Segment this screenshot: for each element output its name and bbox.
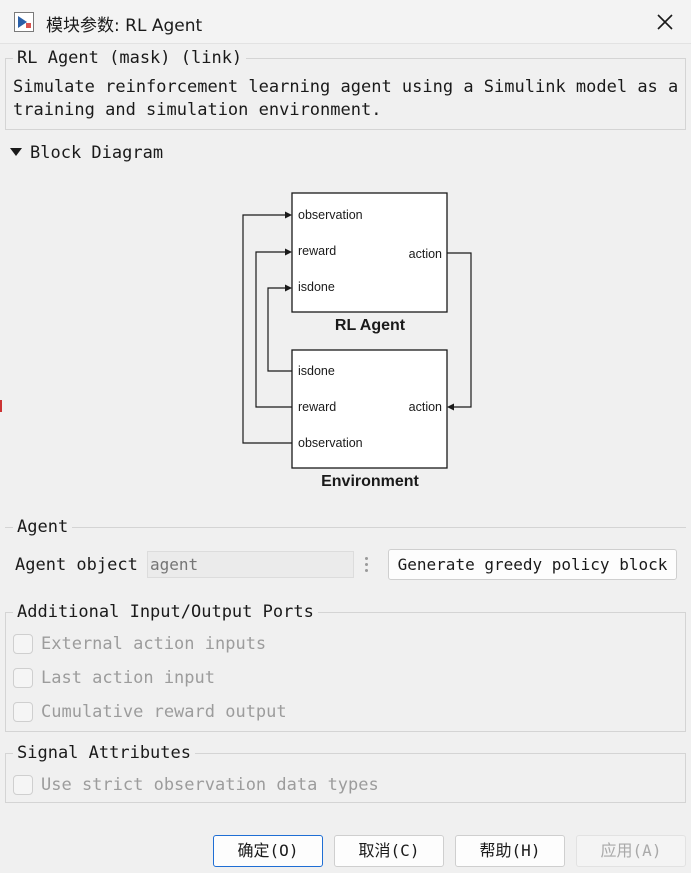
header-group-box: [5, 58, 686, 130]
block-diagram-label: Block Diagram: [30, 143, 164, 163]
external-action-inputs-label: External action inputs: [41, 634, 267, 654]
external-action-inputs-checkbox[interactable]: [13, 634, 33, 654]
wire-reward: [255, 251, 292, 408]
agent-block-name: RL Agent: [335, 317, 406, 334]
environment-block: [291, 349, 448, 469]
simulink-block-icon: [14, 12, 34, 32]
env-out-observation: observation: [298, 436, 363, 450]
block-diagram: observation reward isdone action RL Agen…: [242, 192, 472, 490]
strict-observation-types-checkbox[interactable]: [13, 775, 33, 795]
agent-in-reward: reward: [298, 244, 336, 258]
signal-group-title: Signal Attributes: [13, 743, 195, 763]
agent-block: [291, 192, 448, 313]
agent-group-title: Agent: [13, 517, 73, 537]
agent-group-line: [5, 527, 686, 528]
arrow-action: [447, 403, 454, 411]
cumulative-reward-output-label: Cumulative reward output: [41, 702, 287, 722]
agent-in-isdone: isdone: [298, 280, 335, 294]
mask-title: RL Agent (mask) (link): [13, 48, 247, 68]
generate-greedy-policy-button[interactable]: Generate greedy policy block: [388, 549, 677, 580]
window-title: 模块参数: RL Agent: [46, 16, 203, 36]
ports-group-title: Additional Input/Output Ports: [13, 602, 318, 622]
window-edge-marker: [0, 400, 2, 412]
last-action-input-checkbox[interactable]: [13, 668, 33, 688]
help-button[interactable]: 帮助(H): [455, 835, 565, 867]
agent-object-input[interactable]: [147, 551, 354, 578]
arrow-observation: [285, 211, 292, 219]
ok-button[interactable]: 确定(O): [213, 835, 323, 867]
env-out-isdone: isdone: [298, 364, 335, 378]
signal-group-box: [5, 753, 686, 803]
env-out-reward: reward: [298, 400, 336, 414]
arrow-isdone: [285, 284, 292, 292]
arrow-reward: [285, 248, 292, 256]
environment-block-name: Environment: [321, 473, 419, 490]
ports-group-box: [5, 612, 686, 732]
cumulative-reward-output-checkbox[interactable]: [13, 702, 33, 722]
more-options-icon[interactable]: [358, 551, 376, 578]
collapse-triangle-icon: [10, 148, 22, 156]
strict-observation-types-label: Use strict observation data types: [41, 775, 379, 795]
last-action-input-label: Last action input: [41, 668, 215, 688]
agent-out-action: action: [409, 247, 442, 261]
wire-isdone: [267, 287, 292, 372]
cancel-button[interactable]: 取消(C): [334, 835, 444, 867]
block-diagram-toggle[interactable]: Block Diagram: [8, 143, 163, 165]
close-icon[interactable]: [648, 6, 682, 38]
apply-button[interactable]: 应用(A): [576, 835, 686, 867]
title-bar: 模块参数: RL Agent: [0, 0, 691, 44]
wire-action: [447, 252, 472, 408]
wire-observation: [242, 214, 292, 444]
agent-in-observation: observation: [298, 208, 363, 222]
agent-object-label: Agent object: [15, 555, 138, 575]
block-description: Simulate reinforcement learning agent us…: [13, 77, 679, 120]
env-in-action: action: [409, 400, 442, 414]
